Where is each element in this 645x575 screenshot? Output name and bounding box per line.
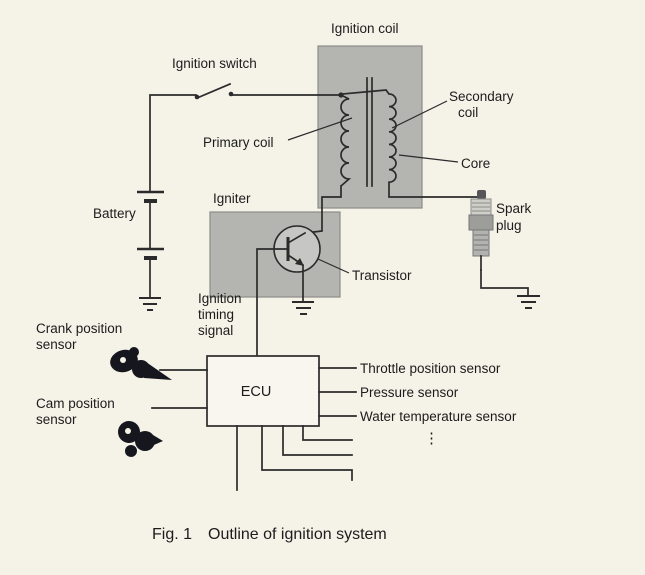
ignition-coil-label: Ignition coil — [331, 21, 399, 36]
cam-sensor-label-line1: Cam position — [36, 396, 115, 411]
primary-coil-label: Primary coil — [203, 135, 274, 150]
caption-title: Outline of ignition system — [208, 526, 387, 543]
spark-plug-icon — [468, 190, 529, 297]
throttle-sensor-label: Throttle position sensor — [360, 361, 501, 376]
water-temp-sensor-label: Water temperature sensor — [360, 409, 517, 424]
secondary-coil-label-line1: Secondary — [449, 89, 514, 104]
cam-sensor-label-line2: sensor — [36, 412, 77, 427]
leader-secondary-coil — [391, 100, 448, 129]
timing-signal-label-line1: Ignition — [198, 291, 242, 306]
crank-sensor-label-line1: Crank position — [36, 321, 122, 336]
secondary-coil-label-line2: coil — [458, 105, 478, 120]
caption-fig-number: Fig. 1 — [152, 526, 192, 543]
ecu-bottom-wires — [236, 425, 353, 491]
transistor-label: Transistor — [352, 268, 412, 283]
ignition-switch-label: Ignition switch — [172, 56, 257, 71]
cam-position-sensor-icon — [118, 421, 163, 457]
ecu-right-wires — [318, 367, 357, 417]
spark-plug-label-line2: plug — [496, 218, 522, 233]
primary-coil-winding — [340, 94, 352, 187]
core-label: Core — [461, 156, 490, 171]
wire-primary-to-collector — [304, 185, 342, 234]
crank-sensor-label-line2: sensor — [36, 337, 77, 352]
more-sensors-ellipsis: ⋮ — [424, 430, 439, 447]
pressure-sensor-label: Pressure sensor — [360, 385, 459, 400]
secondary-coil-winding — [385, 89, 478, 198]
ignition-switch-icon — [194, 82, 342, 100]
ecu-label: ECU — [241, 384, 272, 400]
wire-coil-top-link — [342, 89, 387, 95]
ignition-coil-box — [317, 45, 423, 209]
leader-primary-coil — [287, 117, 353, 141]
battery-icon — [137, 94, 197, 299]
core-lines — [366, 77, 373, 187]
ecu-box — [206, 355, 320, 427]
spark-plug-label-line1: Spark — [496, 201, 532, 216]
ground-icon-spark-plug — [517, 295, 540, 309]
crank-position-sensor-icon — [110, 347, 172, 380]
leader-core — [398, 154, 459, 163]
igniter-label: Igniter — [213, 191, 251, 206]
transistor-icon — [256, 225, 321, 357]
ecu-left-wires — [151, 369, 208, 409]
leader-transistor — [317, 258, 350, 274]
battery-label: Battery — [93, 206, 136, 221]
timing-signal-label-line2: timing — [198, 307, 234, 322]
ground-icon-battery — [139, 297, 161, 311]
timing-signal-label-line3: signal — [198, 323, 233, 338]
ground-icon-igniter — [292, 301, 314, 315]
